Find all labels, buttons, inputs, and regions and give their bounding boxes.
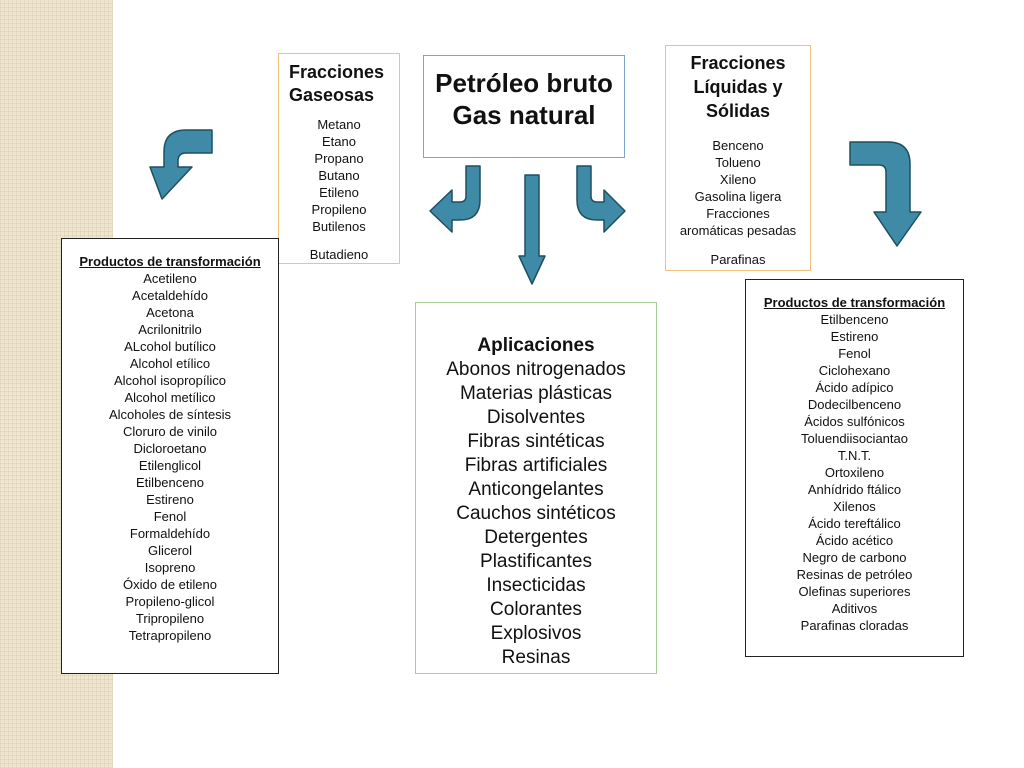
applications-title: Aplicaciones bbox=[477, 335, 595, 356]
list-item: Insecticidas bbox=[486, 575, 586, 596]
list-item: Ácido acético bbox=[815, 533, 894, 548]
list-item: Aditivos bbox=[831, 601, 878, 616]
list-item: Etano bbox=[322, 134, 356, 149]
list-item: Anhídrido ftálico bbox=[807, 482, 902, 497]
list-item: Formaldehído bbox=[129, 526, 211, 541]
list-item: Etilbenceno bbox=[136, 475, 204, 490]
list-item: Ácido adípico bbox=[815, 380, 894, 395]
list-item: Propileno-glicol bbox=[125, 594, 215, 609]
liquid-fractions-title: Fracciones Líquidas y Sólidas bbox=[666, 51, 810, 123]
list-item: Cauchos sintéticos bbox=[456, 503, 616, 524]
list-item: aromáticas pesadas bbox=[679, 223, 797, 238]
list-item: Fenol bbox=[153, 509, 187, 524]
left-products-list: Acetileno Acetaldehído Acetona Acrilonit… bbox=[62, 270, 278, 644]
list-item: Tolueno bbox=[715, 155, 761, 170]
list-item: Alcohol etílico bbox=[129, 356, 211, 371]
list-item: Acetileno bbox=[143, 271, 197, 286]
list-item: Alcohol isopropílico bbox=[113, 373, 226, 388]
list-item: Tripropileno bbox=[135, 611, 205, 626]
list-item: Estireno bbox=[830, 329, 879, 344]
applications-list: Abonos nitrogenados Materias plásticas D… bbox=[416, 358, 656, 670]
list-item: Toluendiisociantao bbox=[801, 431, 908, 446]
crude-title-line1: Petróleo bruto bbox=[435, 68, 613, 98]
list-item: Dicloroetano bbox=[133, 441, 207, 456]
list-item: Alcoholes de síntesis bbox=[108, 407, 232, 422]
liquid-extra-item: Parafinas bbox=[710, 252, 766, 267]
list-item: Tetrapropileno bbox=[128, 628, 212, 643]
left-products-box: Productos de transformación Acetileno Ac… bbox=[61, 238, 279, 674]
right-products-list: Etilbenceno Estireno Fenol Ciclohexano Á… bbox=[746, 311, 963, 634]
liquid-solid-fractions-box: Fracciones Líquidas y Sólidas Benceno To… bbox=[665, 45, 811, 271]
list-item: Acrilonitrilo bbox=[138, 322, 202, 337]
arrow-down-icon bbox=[518, 174, 546, 285]
list-item: Fenol bbox=[838, 346, 871, 361]
list-item: Butilenos bbox=[312, 219, 366, 234]
list-item: Metano bbox=[317, 117, 361, 132]
list-item: Disolventes bbox=[486, 407, 586, 428]
list-item: Plastificantes bbox=[480, 551, 592, 572]
list-item: Benceno bbox=[712, 138, 764, 153]
applications-box: Aplicaciones Abonos nitrogenados Materia… bbox=[415, 302, 657, 674]
list-item: Isopreno bbox=[144, 560, 196, 575]
gaseous-list: Metano Etano Propano Butano Etileno Prop… bbox=[279, 116, 399, 235]
list-item: Estireno bbox=[146, 492, 194, 507]
crude-oil-box: Petróleo bruto Gas natural bbox=[423, 55, 625, 158]
curved-arrow-left-icon bbox=[429, 165, 481, 233]
list-item: ALcohol butílico bbox=[124, 339, 216, 354]
list-item: Ortoxileno bbox=[824, 465, 885, 480]
list-item: Xileno bbox=[719, 172, 757, 187]
list-item: Fibras sintéticas bbox=[467, 431, 605, 452]
curved-arrow-down-right-icon bbox=[849, 141, 922, 247]
crude-title-line2: Gas natural bbox=[452, 100, 596, 130]
list-item: Fibras artificiales bbox=[464, 455, 608, 476]
list-item: Propano bbox=[314, 151, 364, 166]
liquid-title-line1: Fracciones bbox=[690, 53, 786, 73]
list-item: Ciclohexano bbox=[818, 363, 891, 378]
liquid-title-line2: Líquidas y bbox=[693, 77, 783, 97]
list-item: Resinas bbox=[501, 647, 571, 668]
list-item: Detergentes bbox=[484, 527, 588, 548]
list-item: Resinas de petróleo bbox=[796, 567, 913, 582]
list-item: Etileno bbox=[319, 185, 359, 200]
liquid-list: Benceno Tolueno Xileno Gasolina ligera F… bbox=[666, 137, 810, 239]
right-products-box: Productos de transformación Etilbenceno … bbox=[745, 279, 964, 657]
list-item: Parafinas cloradas bbox=[800, 618, 909, 633]
list-item: Etilenglicol bbox=[138, 458, 202, 473]
list-item: Fracciones bbox=[706, 206, 770, 221]
gaseous-title-line1: Fracciones bbox=[289, 62, 385, 82]
list-item: Abonos nitrogenados bbox=[446, 359, 626, 380]
right-products-title: Productos de transformación bbox=[763, 295, 946, 310]
gaseous-fractions-box: Fracciones Gaseosas Metano Etano Propano… bbox=[278, 53, 400, 264]
list-item: Xilenos bbox=[833, 499, 876, 514]
list-item: Olefinas superiores bbox=[798, 584, 911, 599]
list-item: Gasolina ligera bbox=[694, 189, 782, 204]
list-item: Cloruro de vinilo bbox=[123, 424, 217, 439]
list-item: Acetona bbox=[146, 305, 194, 320]
list-item: Propileno bbox=[311, 202, 367, 217]
list-item: Butano bbox=[318, 168, 360, 183]
list-item: Ácidos sulfónicos bbox=[804, 414, 905, 429]
list-item: Ácido tereftálico bbox=[808, 516, 901, 531]
gaseous-fractions-title: Fracciones Gaseosas bbox=[289, 61, 384, 107]
list-item: Óxido de etileno bbox=[123, 577, 217, 592]
list-item: Glicerol bbox=[147, 543, 193, 558]
gaseous-extra-item: Butadieno bbox=[309, 247, 369, 262]
liquid-title-line3: Sólidas bbox=[705, 101, 771, 121]
left-products-title: Productos de transformación bbox=[79, 254, 261, 269]
list-item: Etilbenceno bbox=[820, 312, 889, 327]
list-item: Alcohol metílico bbox=[124, 390, 216, 405]
list-item: Dodecilbenceno bbox=[807, 397, 902, 412]
list-item: Negro de carbono bbox=[802, 550, 907, 565]
list-item: Anticongelantes bbox=[468, 479, 604, 500]
list-item: Acetaldehído bbox=[132, 288, 208, 303]
curved-arrow-right-icon bbox=[576, 165, 626, 233]
gaseous-title-line2: Gaseosas bbox=[289, 85, 375, 105]
list-item: T.N.T. bbox=[837, 448, 872, 463]
curved-arrow-down-left-icon bbox=[149, 129, 213, 200]
list-item: Materias plásticas bbox=[459, 383, 613, 404]
list-item: Explosivos bbox=[490, 623, 582, 644]
list-item: Colorantes bbox=[490, 599, 582, 620]
